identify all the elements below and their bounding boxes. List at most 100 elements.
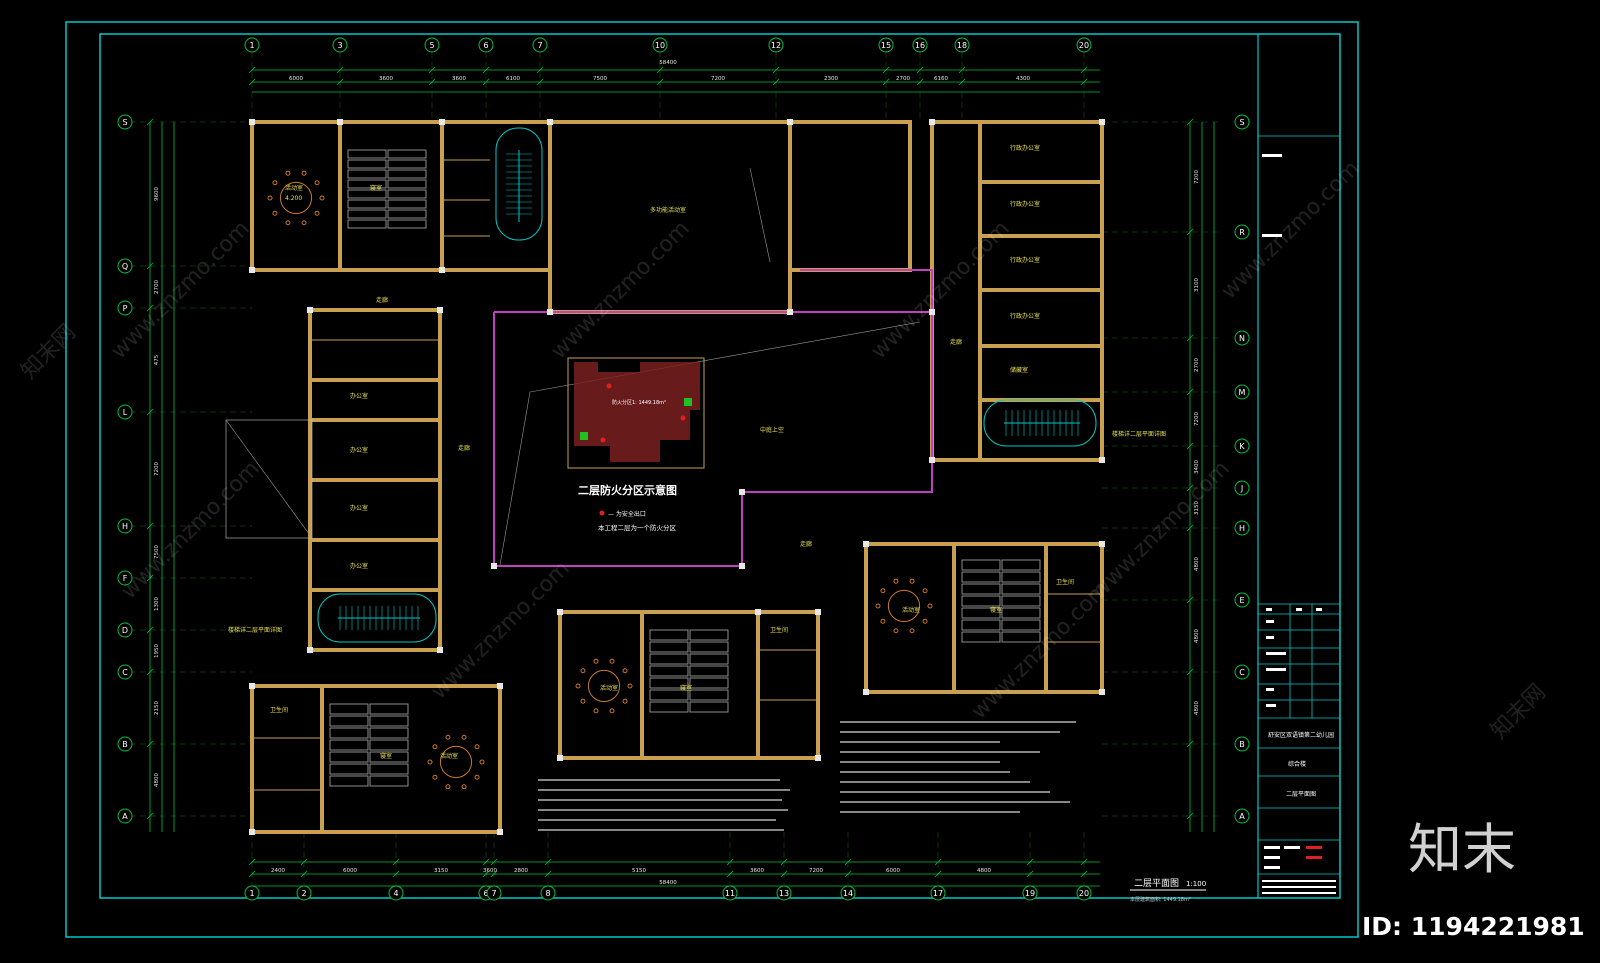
dim-left-seg: 1300 [154,597,160,611]
axis-top-10: 20 [1076,37,1092,53]
dim-bottom-seg: 3600 [750,868,764,874]
axis-left-6: D [117,622,133,638]
axis-right-4: K [1234,438,1250,454]
fire-zone-diagram [567,357,705,469]
dim-top-seg: 3600 [452,76,466,82]
axis-top-label: 18 [957,41,967,50]
dim-left-seg: 9600 [154,187,160,201]
activity-tables [267,170,933,790]
dim-top-seg: 4300 [1016,76,1030,82]
fire-zone-boundary [493,269,933,567]
room-toilet-2: 卫生间 [770,626,788,634]
room-office-7: 办公室 [350,504,368,512]
watermark-site-cn-2: 知末网 [1487,680,1551,744]
axis-right-label: R [1239,228,1245,237]
axis-bottom-6: 11 [722,885,738,901]
axis-bottom-label: 8 [545,889,550,898]
axis-left-4: H [117,518,133,534]
room-elev-1: 4.200 [285,195,302,202]
axis-left-label: L [123,408,128,417]
dim-right-seg: 3400 [1194,460,1200,474]
axis-top-0: 1 [244,37,260,53]
dim-right-seg: 4800 [1194,557,1200,571]
dimension-ticks [146,66,1194,878]
axis-bottom-10: 19 [1022,885,1038,901]
room-office-8: 办公室 [350,562,368,570]
axis-bottom-label: 1 [249,889,254,898]
dim-right-seg: 2700 [1194,358,1200,372]
room-bedroom-3: 寝室 [680,684,692,692]
room-activity-2: 活动室 [440,752,458,760]
axis-right-10: A [1234,808,1250,824]
axis-left-0: S [117,114,133,130]
dim-bottom-seg: 2400 [271,868,285,874]
general-notes [538,721,1076,831]
stairs [317,127,1097,643]
axis-bottom-label: 19 [1025,889,1035,898]
stair-note-left: 楼梯详二层平面详图 [228,626,282,634]
axis-top-7: 15 [878,37,894,53]
axis-left-2: P [117,300,133,316]
axis-bottom-label: 2 [301,889,306,898]
axis-bottom-11: 20 [1076,885,1092,901]
axis-bottom-9: 17 [930,885,946,901]
room-office-1: 行政办公室 [1010,144,1040,152]
dim-bottom-seg: 6000 [886,868,900,874]
room-void: 中庭上空 [760,426,784,434]
dim-bottom-seg: 7200 [809,868,823,874]
inner-frame [99,33,1341,899]
axis-bottom-8: 14 [840,885,856,901]
room-bedroom-4: 寝室 [990,606,1002,614]
id-watermark: ID: 1194221981 [1362,912,1585,941]
dim-top-seg: 2700 [896,76,910,82]
axis-right-label: H [1239,524,1245,533]
axis-right-label: B [1239,740,1245,749]
dim-bottom-seg: 3150 [434,868,448,874]
axis-left-3: L [117,404,133,420]
room-labels: 寝室 活动室 4.200 多功能活动室 中庭上空 行政办公室 行政办公室 行政办… [228,144,1166,760]
building-walls [250,120,1104,834]
fire-legend-dot [599,510,605,516]
axis-left-label: D [122,626,128,635]
axis-right-5: J [1234,480,1250,496]
axis-left-label: S [122,118,127,127]
dim-left-seg: 2700 [154,280,160,294]
room-activity-3: 活动室 [600,684,618,692]
axis-bottom-4: 7 [486,885,502,901]
room-corridor-1: 走廊 [376,296,388,304]
title-project-name: 舒安区双语镇第二幼儿园 [1268,731,1334,739]
axis-left-label: A [122,812,128,821]
title-drawing-name: 二层平面图 [1286,791,1316,798]
room-corridor-4: 走廊 [950,338,962,346]
dim-bottom-seg: 6000 [343,868,357,874]
axis-top-3: 6 [478,37,494,53]
dim-bottom-total: 58400 [659,880,677,886]
dim-right-seg: 7200 [1194,170,1200,184]
dim-left-seg: 4800 [154,773,160,787]
watermark-site-3: www.znzmo.com [427,556,575,704]
watermark-site-4: www.znzmo.com [547,216,695,364]
axis-left-label: Q [122,262,128,271]
axis-right-9: B [1234,736,1250,752]
axis-top-label: 1 [249,41,254,50]
axis-bottom-label: 13 [779,889,789,898]
dim-left-seg: 2150 [154,701,160,715]
outer-frame [65,21,1359,938]
axis-top-label: 10 [655,41,665,50]
dim-top-seg: 7200 [711,76,725,82]
dim-top-seg: 3600 [379,76,393,82]
void-diagonals [225,167,921,566]
axis-top-label: 16 [915,41,925,50]
room-bedroom-1: 寝室 [370,184,382,192]
axis-top-label: 15 [881,41,891,50]
dim-bottom-seg: 5150 [632,868,646,874]
drawing-title: 二层平面图 [1134,878,1179,889]
axis-right-label: S [1239,118,1244,127]
axis-right-label: E [1239,596,1244,605]
axis-right-7: E [1234,592,1250,608]
axis-top-9: 18 [954,37,970,53]
axis-right-3: M [1234,384,1250,400]
